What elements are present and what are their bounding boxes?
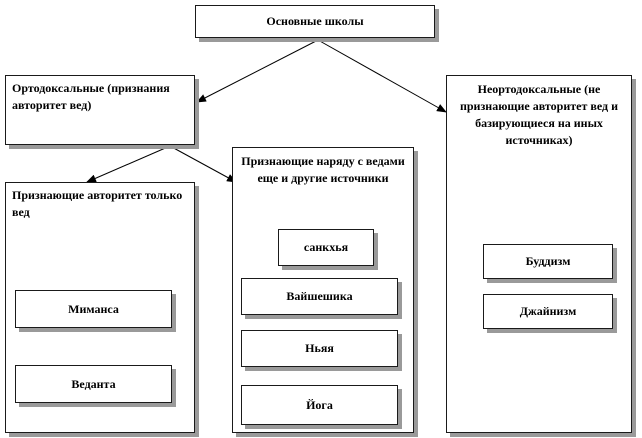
school-item-buddhism: Буддизм	[483, 244, 613, 279]
vedas-plus-label: Признающие наряду с ведами еще и другие …	[241, 154, 405, 185]
school-item-nyaya: Ньяя	[241, 330, 398, 367]
heterodox-label: Неортодоксальные (не признающие авторите…	[459, 82, 619, 147]
school-item-yoga: Йога	[241, 385, 398, 425]
arrow-root-to-orthodox	[196, 39, 319, 103]
orthodox-label: Ортодоксальные (признания авторитет вед)	[12, 81, 170, 112]
arrow-orthodox-to-vedas-plus	[169, 145, 237, 183]
root-school-box: Основные школы	[195, 5, 435, 38]
school-item-jainism: Джайнизм	[483, 294, 613, 329]
school-item-vedanta: Веданта	[15, 365, 172, 403]
vedas-only-label: Признающие авторитет только вед	[12, 188, 183, 219]
school-item-mimamsa: Миманса	[15, 290, 172, 328]
arrow-root-to-heterodox	[317, 39, 447, 113]
arrow-orthodox-to-vedas-only	[86, 145, 171, 183]
school-item-vaisheshika: Вайшешика	[241, 278, 398, 315]
root-school-label: Основные школы	[266, 14, 364, 28]
orthodox-box: Ортодоксальные (признания авторитет вед)	[5, 75, 195, 145]
school-item-sankhya: санкхья	[278, 229, 374, 266]
